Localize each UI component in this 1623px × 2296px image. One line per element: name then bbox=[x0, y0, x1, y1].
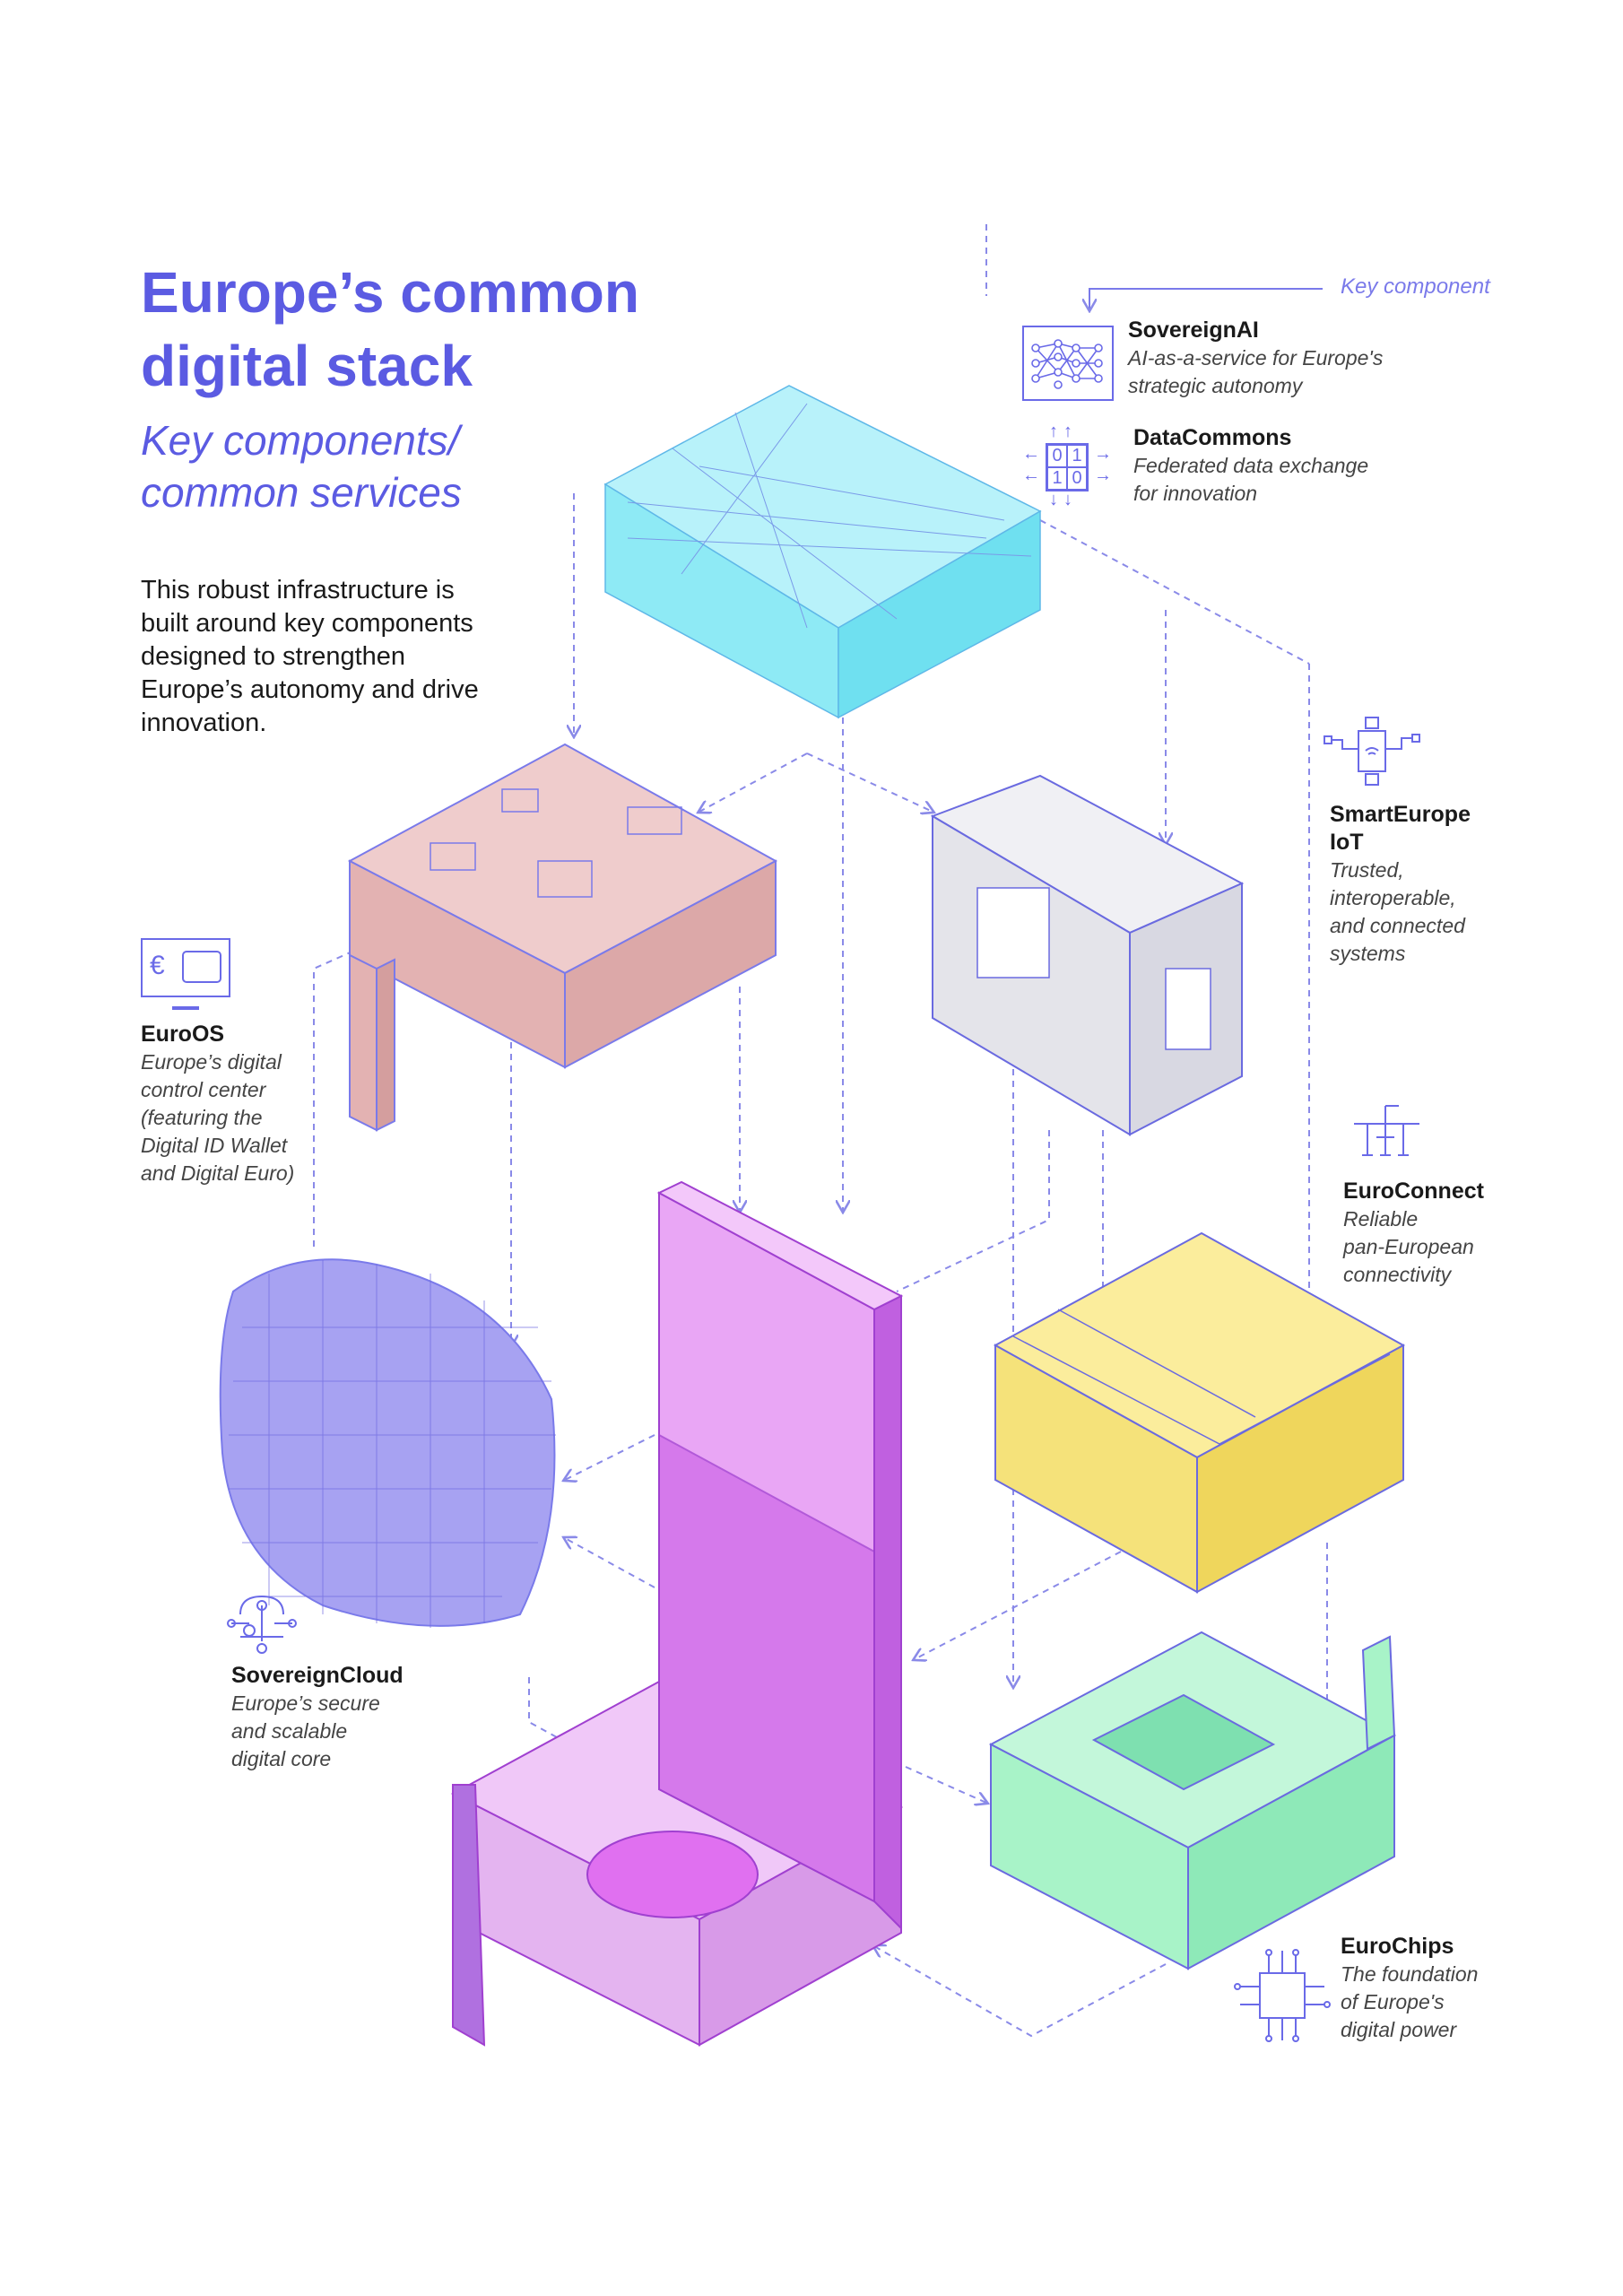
euro-symbol: € bbox=[150, 951, 165, 980]
digit: 1 bbox=[1067, 445, 1087, 467]
sovereign-cloud-label: SovereignCloud Europe’s secure and scala… bbox=[231, 1662, 404, 1773]
component-desc: digital core bbox=[231, 1747, 332, 1770]
digit: 0 bbox=[1067, 467, 1087, 490]
component-desc: (featuring the bbox=[141, 1106, 263, 1129]
euro-os-block bbox=[347, 743, 778, 1132]
title-line-1: Europe’s common bbox=[141, 260, 639, 325]
component-name: SmartEurope bbox=[1330, 802, 1471, 827]
component-desc: Reliable bbox=[1343, 1207, 1419, 1231]
component-desc: Trusted, bbox=[1330, 858, 1404, 882]
data-commons-label: DataCommons Federated data exchange for … bbox=[1133, 424, 1368, 508]
component-desc: pan-European bbox=[1343, 1235, 1474, 1258]
component-desc: and scalable bbox=[231, 1719, 348, 1743]
subtitle-line-2: common services bbox=[141, 469, 462, 516]
smart-europe-iot-label: SmartEurope IoT Trusted, interoperable, … bbox=[1330, 801, 1471, 968]
page-subtitle: Key components/ common services bbox=[141, 414, 462, 518]
sovereign-ai-network-block bbox=[603, 385, 1042, 719]
component-name: SovereignCloud bbox=[231, 1663, 404, 1688]
sovereign-cloud-block bbox=[219, 1258, 556, 1628]
digit: 0 bbox=[1047, 445, 1067, 467]
component-desc: of Europe's bbox=[1341, 1990, 1445, 2013]
component-desc: control center bbox=[141, 1078, 266, 1101]
digit: 1 bbox=[1047, 467, 1067, 490]
euro-connect-label: EuroConnect Reliable pan-European connec… bbox=[1343, 1178, 1484, 1289]
component-desc: systems bbox=[1330, 942, 1406, 965]
component-desc: Digital ID Wallet bbox=[141, 1134, 288, 1157]
component-desc: Europe’s secure bbox=[231, 1692, 380, 1715]
magenta-tower bbox=[450, 1180, 904, 2047]
component-desc: connectivity bbox=[1343, 1263, 1452, 1286]
microchip-icon bbox=[1234, 1949, 1331, 2042]
component-desc: Europe’s digital bbox=[141, 1050, 282, 1074]
subtitle-line-1: Key components/ bbox=[141, 417, 460, 464]
component-name: EuroChips bbox=[1341, 1934, 1454, 1959]
iot-device-icon bbox=[1324, 717, 1420, 786]
component-name: IoT bbox=[1330, 830, 1364, 855]
digital-wallet-monitor-icon: € bbox=[141, 938, 230, 1010]
component-name: EuroConnect bbox=[1343, 1178, 1484, 1204]
key-component-legend: Key component bbox=[1341, 274, 1490, 299]
component-desc: The foundation bbox=[1341, 1962, 1479, 1986]
component-desc: digital power bbox=[1341, 2018, 1457, 2041]
euro-connect-block bbox=[993, 1231, 1406, 1594]
component-name: DataCommons bbox=[1133, 425, 1292, 450]
page-title: Europe’s common digital stack bbox=[141, 256, 639, 403]
component-desc: for innovation bbox=[1133, 482, 1258, 505]
component-name: EuroOS bbox=[141, 1022, 225, 1047]
component-desc: interoperable, bbox=[1330, 886, 1456, 909]
component-name: SovereignAI bbox=[1128, 317, 1259, 343]
title-line-2: digital stack bbox=[141, 334, 473, 398]
sovereign-ai-label: SovereignAI AI-as-a-service for Europe's… bbox=[1128, 317, 1383, 400]
component-desc: and Digital Euro) bbox=[141, 1161, 295, 1185]
component-desc: strategic autonomy bbox=[1128, 374, 1303, 397]
cloud-network-icon bbox=[227, 1595, 297, 1654]
network-connectivity-icon bbox=[1354, 1105, 1419, 1156]
euro-chips-label: EuroChips The foundation of Europe's dig… bbox=[1341, 1933, 1478, 2044]
euro-os-label: EuroOS Europe’s digital control center (… bbox=[141, 1021, 294, 1187]
neural-network-icon bbox=[1022, 326, 1114, 401]
component-desc: AI-as-a-service for Europe's bbox=[1128, 346, 1384, 370]
data-exchange-icon: ↑↑ ↓↓ ←← →→ 0 1 1 0 bbox=[1022, 422, 1112, 509]
euro-chips-block bbox=[988, 1631, 1397, 1970]
component-desc: Federated data exchange bbox=[1133, 454, 1369, 477]
connector-arrows bbox=[313, 224, 1327, 2038]
smart-europe-iot-block bbox=[930, 774, 1245, 1136]
intro-text: This robust infrastructure is built arou… bbox=[141, 576, 479, 737]
component-desc: and connected bbox=[1330, 914, 1465, 937]
